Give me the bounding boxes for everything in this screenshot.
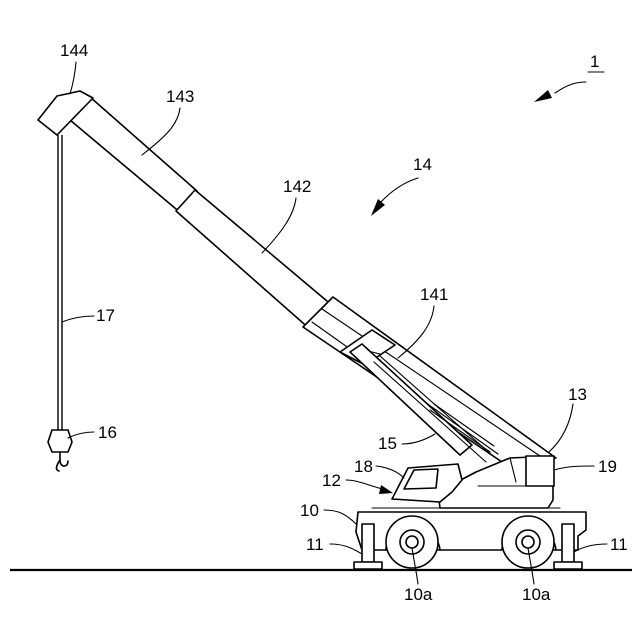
leader-15: [402, 434, 435, 444]
leader-10: [324, 510, 356, 524]
label-outrigger-right: 11: [610, 535, 628, 554]
boom-base-inner-line: [322, 309, 540, 456]
boom-top-section: [70, 97, 197, 214]
label-wheel-right: 10a: [522, 585, 551, 604]
wheel-front: [386, 516, 438, 568]
label-wire: 17: [96, 306, 115, 325]
leader-17: [62, 316, 94, 322]
leader-144: [70, 62, 76, 94]
upper-body: [392, 456, 554, 508]
leader-16: [68, 432, 94, 438]
arrow-14-icon: [371, 199, 385, 216]
leader-18: [376, 466, 404, 478]
label-boom-base: 141: [420, 285, 448, 304]
leader-14: [380, 178, 418, 203]
leader-11-right: [574, 544, 607, 552]
label-cab: 18: [354, 457, 373, 476]
label-cylinder: 15: [378, 434, 397, 453]
leader-142: [262, 198, 296, 253]
counterweight-block: [526, 456, 554, 486]
leader-19: [554, 466, 594, 470]
label-boom-top: 143: [166, 87, 194, 106]
leader-11-left: [330, 544, 362, 554]
label-boom: 14: [413, 155, 432, 174]
arrow-1-icon: [534, 90, 552, 102]
label-boom-head: 144: [60, 41, 88, 60]
leader-13: [549, 404, 573, 452]
label-lower-body: 10: [300, 501, 319, 520]
label-turntable: 13: [568, 385, 587, 404]
arrow-12-icon: [379, 485, 393, 494]
label-boom-middle: 142: [283, 177, 311, 196]
hook: [56, 452, 68, 471]
boom: [38, 91, 556, 462]
label-hook: 16: [98, 423, 117, 442]
hook-block: [48, 430, 72, 452]
label-outrigger-left: 11: [306, 535, 324, 554]
label-upper-body: 12: [322, 471, 341, 490]
leader-1: [555, 82, 586, 93]
wire-and-hook: [48, 135, 72, 471]
leader-12: [346, 480, 386, 490]
label-crane: 1: [590, 52, 599, 71]
label-counterweight: 19: [598, 457, 617, 476]
label-wheel-left: 10a: [404, 585, 433, 604]
wheel-rear: [502, 516, 554, 568]
